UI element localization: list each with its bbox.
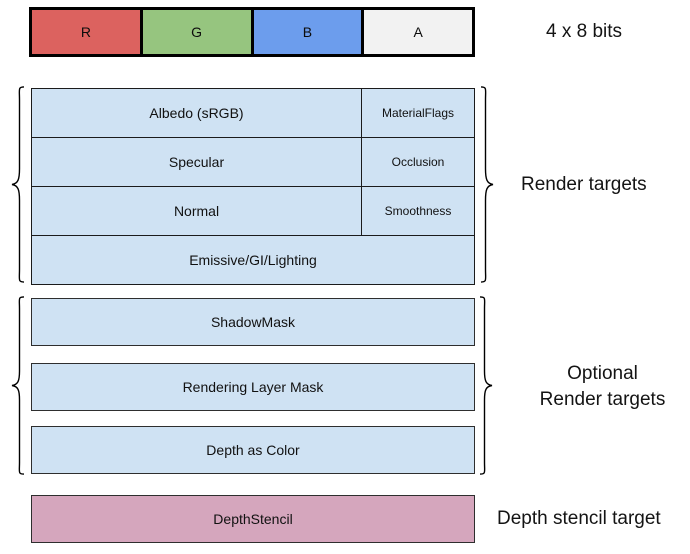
channel-cell-a: A <box>361 10 472 54</box>
normal-cell: Normal <box>32 187 361 235</box>
table-row: Emissive/GI/Lighting <box>32 235 474 284</box>
channel-cell-g: G <box>139 10 251 54</box>
channel-label-r: R <box>80 24 91 40</box>
table-row: Normal Smoothness <box>32 186 474 235</box>
table-row: Albedo (sRGB) MaterialFlags <box>32 89 474 137</box>
rgba-format-bar: R G B A <box>29 7 475 57</box>
materialflags-cell: MaterialFlags <box>361 89 474 137</box>
render-targets-label: Render targets <box>521 174 647 195</box>
specular-cell: Specular <box>32 138 361 186</box>
curly-brace-left-render-targets <box>10 86 26 283</box>
albedo-cell: Albedo (sRGB) <box>32 89 361 137</box>
depthstencil-box: DepthStencil <box>31 495 475 543</box>
channel-label-b: B <box>302 24 313 40</box>
shadowmask-box: ShadowMask <box>31 298 475 346</box>
optional-label-line2: Render targets <box>539 389 666 410</box>
table-row: Specular Occlusion <box>32 137 474 186</box>
channel-cell-b: B <box>250 10 362 54</box>
occlusion-cell: Occlusion <box>361 138 474 186</box>
bits-label: 4 x 8 bits <box>546 21 623 42</box>
depth-stencil-target-label: Depth stencil target <box>497 508 661 529</box>
optional-render-targets-label: Optional Render targets <box>500 361 690 413</box>
smoothness-cell: Smoothness <box>361 187 474 235</box>
rendering-layer-mask-box: Rendering Layer Mask <box>31 363 475 411</box>
curly-brace-right-render-targets <box>479 86 495 283</box>
render-targets-table: Albedo (sRGB) MaterialFlags Specular Occ… <box>31 88 475 285</box>
emissive-cell: Emissive/GI/Lighting <box>32 236 474 284</box>
optional-label-line1: Optional <box>567 363 638 384</box>
curly-brace-left-optional-targets <box>10 296 26 475</box>
curly-brace-right-optional-targets <box>478 296 494 475</box>
depth-as-color-box: Depth as Color <box>31 426 475 474</box>
channel-label-g: G <box>191 24 203 40</box>
channel-cell-r: R <box>32 10 140 54</box>
channel-label-a: A <box>413 24 423 40</box>
